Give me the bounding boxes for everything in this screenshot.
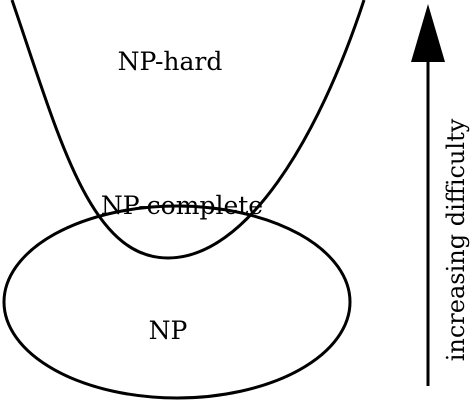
arrow-up-icon (411, 4, 445, 62)
np-label: NP (149, 316, 188, 345)
np-boundary-ellipse (2, 204, 352, 400)
np-hard-boundary-curve (10, 0, 366, 260)
np-hard-label: NP-hard (118, 47, 223, 76)
np-complete-label: NP-complete (101, 191, 263, 220)
difficulty-axis-label: increasing difficulty (442, 118, 470, 361)
